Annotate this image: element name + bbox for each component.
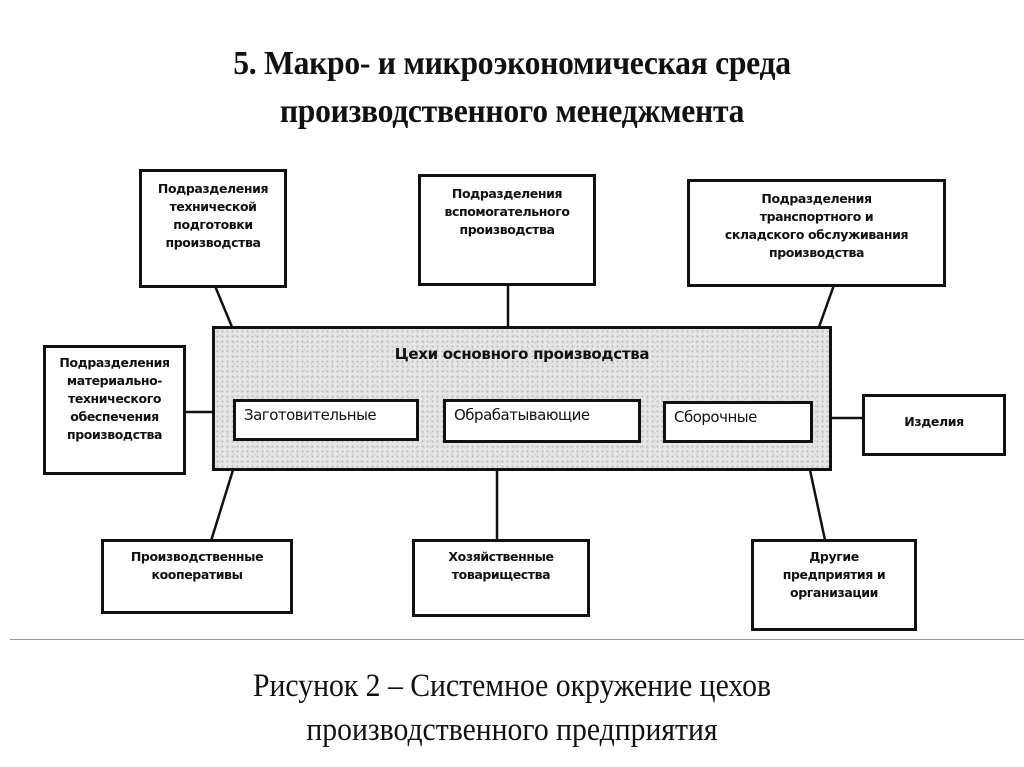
stage-assembly: Сборочные [663, 401, 813, 443]
node-other-line: Другие [809, 549, 859, 564]
node-tech-prep-line: производства [165, 235, 261, 250]
slide-title-line-1: 5. Макро- и микроэкономическая среда [233, 45, 791, 82]
node-partnerships-line: товарищества [451, 567, 551, 582]
link-tech-prep [213, 285, 234, 328]
node-material-line: технического [67, 391, 162, 406]
node-transport: Подразделения транспортного и складского… [687, 179, 946, 287]
node-auxiliary-line: производства [459, 222, 555, 237]
node-transport-line: Подразделения [761, 191, 872, 206]
figure-caption-line-1: Рисунок 2 – Системное окружение цехов [253, 668, 771, 704]
node-main-workshops: Цехи основного производства Заготовитель… [212, 326, 832, 471]
connector-lines [186, 284, 862, 542]
stage-processing: Обрабатывающие [443, 399, 641, 443]
node-tech-prep: Подразделения технической подготовки про… [139, 169, 287, 288]
node-other-line: предприятия и [782, 567, 886, 582]
node-cooperatives: Производственные кооперативы [101, 539, 293, 614]
node-auxiliary: Подразделения вспомогательного производс… [418, 174, 596, 286]
node-auxiliary-line: Подразделения [451, 186, 563, 201]
node-partnerships-line: Хозяйственные [448, 549, 554, 564]
figure-caption: Рисунок 2 – Системное окружение цехов пр… [0, 664, 1024, 752]
node-other: Другие предприятия и организации [751, 539, 917, 631]
stage-procurement: Заготовительные [233, 399, 419, 441]
node-transport-line: транспортного и [759, 209, 874, 224]
node-tech-prep-line: технической [169, 199, 257, 214]
node-partnerships: Хозяйственные товарищества [412, 539, 590, 617]
link-cooperatives [209, 469, 235, 542]
stage-assembly-label: Сборочные [674, 408, 757, 426]
node-transport-line: складского обслуживания [724, 227, 909, 242]
node-auxiliary-line: вспомогательного [444, 204, 570, 219]
node-material-line: обеспечения [70, 409, 159, 424]
caption-divider [10, 639, 1024, 640]
node-cooperatives-line: Производственные [130, 549, 264, 564]
node-tech-prep-line: Подразделения [157, 181, 269, 196]
link-transport [817, 284, 836, 328]
figure-caption-line-2: производственного предприятия [306, 712, 718, 748]
node-material: Подразделения материально- технического … [43, 345, 186, 475]
node-material-line: материально- [66, 373, 163, 388]
node-product: Изделия [862, 394, 1006, 456]
node-material-line: Подразделения [59, 355, 170, 370]
stage-procurement-label: Заготовительные [244, 406, 377, 424]
node-other-line: организации [790, 585, 878, 600]
node-product-label: Изделия [904, 414, 964, 429]
link-other [808, 469, 827, 541]
node-material-line: производства [67, 427, 162, 442]
main-workshops-title: Цехи основного производства [394, 345, 650, 363]
node-cooperatives-line: кооперативы [151, 567, 243, 582]
slide-title-line-2: производственного менеджмента [279, 93, 745, 130]
node-tech-prep-line: подготовки [173, 217, 253, 232]
node-transport-line: производства [769, 245, 864, 260]
stage-processing-label: Обрабатывающие [454, 406, 590, 424]
slide-title: 5. Макро- и микроэкономическая среда про… [0, 40, 1024, 136]
